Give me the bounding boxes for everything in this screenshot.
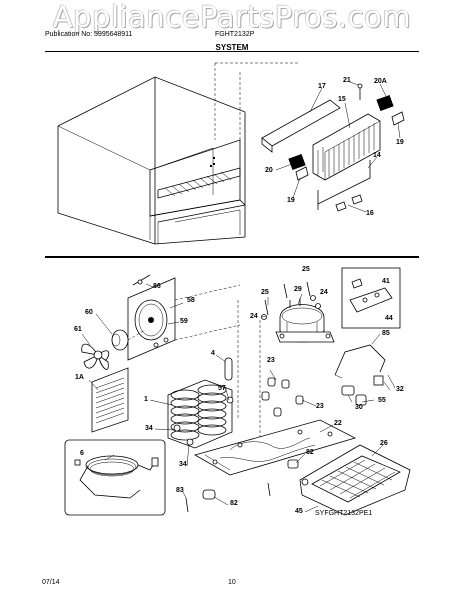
callout-25-top: 25 <box>302 266 310 273</box>
header-rule <box>45 51 419 52</box>
callout-15: 15 <box>338 96 346 103</box>
publication-number: Publication No: 5995648911 <box>45 31 133 38</box>
foot-82b <box>202 489 216 500</box>
callout-25-left: 25 <box>261 289 269 296</box>
callout-32: 32 <box>396 386 404 393</box>
callout-85: 85 <box>382 330 390 337</box>
cabinet-drawing <box>57 62 300 245</box>
compressor <box>275 298 335 343</box>
callout-60: 60 <box>85 309 93 316</box>
drier <box>224 357 233 381</box>
callout-24-left: 24 <box>250 313 258 320</box>
watermark: AppliancePartsPros.com <box>52 0 412 34</box>
callout-6: 6 <box>80 450 84 457</box>
callout-82-bottom: 82 <box>230 500 238 507</box>
callout-14: 14 <box>373 152 381 159</box>
foot-82a <box>287 459 299 469</box>
compressor-mounting-hardware <box>261 281 321 320</box>
footer-date: 07/14 <box>42 579 60 586</box>
callout-83: 83 <box>176 487 184 494</box>
power-cord-inset <box>64 439 166 516</box>
base-pan <box>193 419 357 476</box>
callout-45: 45 <box>295 508 303 515</box>
callout-58: 58 <box>187 297 195 304</box>
model-number: FGHT2132P <box>215 31 255 38</box>
callout-23-right: 23 <box>316 403 324 410</box>
callout-59: 59 <box>180 318 188 325</box>
condenser-coil <box>167 379 234 449</box>
callout-16: 16 <box>366 210 374 217</box>
callout-1: 1 <box>144 396 148 403</box>
fan-motor <box>111 329 146 351</box>
callout-23-top: 23 <box>267 357 275 364</box>
callout-19-bottom: 19 <box>287 197 295 204</box>
callout-30: 30 <box>355 404 363 411</box>
callout-20: 20 <box>265 167 273 174</box>
section-divider <box>45 256 419 258</box>
callout-82-right: 82 <box>306 449 314 456</box>
screw-83b <box>267 482 271 497</box>
callout-leaders <box>81 283 391 513</box>
callout-4: 4 <box>211 350 215 357</box>
callout-17: 17 <box>318 83 326 90</box>
discharge-tube <box>334 344 386 376</box>
power-cord <box>74 455 159 499</box>
relay-bracket <box>349 278 393 313</box>
callout-34-left: 34 <box>145 425 153 432</box>
callout-24-top: 24 <box>320 289 328 296</box>
callout-55: 55 <box>378 397 386 404</box>
callout-20a: 20A <box>374 78 387 85</box>
screw-83 <box>185 497 189 513</box>
evaporator-assembly <box>261 81 405 213</box>
grommets <box>261 377 304 417</box>
callout-26: 26 <box>380 440 388 447</box>
fan-shroud <box>127 274 241 361</box>
callout-1a: 1A <box>75 374 84 381</box>
page-number: 10 <box>228 579 236 586</box>
callout-61: 61 <box>74 326 82 333</box>
callout-22: 22 <box>334 420 342 427</box>
callout-86: 86 <box>153 283 161 290</box>
drain-pan <box>299 444 411 516</box>
callout-44: 44 <box>385 315 393 322</box>
fan-blade <box>81 343 110 370</box>
section-title: SYSTEM <box>215 43 249 52</box>
diagram-reference-code: SYFGHT2132PE1 <box>315 510 373 517</box>
callout-34-bottom: 34 <box>179 461 187 468</box>
callout-57: 57 <box>218 385 226 392</box>
callout-41: 41 <box>382 278 390 285</box>
condenser-panel <box>91 367 129 433</box>
callout-21: 21 <box>343 77 351 84</box>
callout-19-top: 19 <box>396 139 404 146</box>
callout-29: 29 <box>294 286 302 293</box>
relay-overload <box>341 374 396 406</box>
relay-inset <box>341 267 401 329</box>
